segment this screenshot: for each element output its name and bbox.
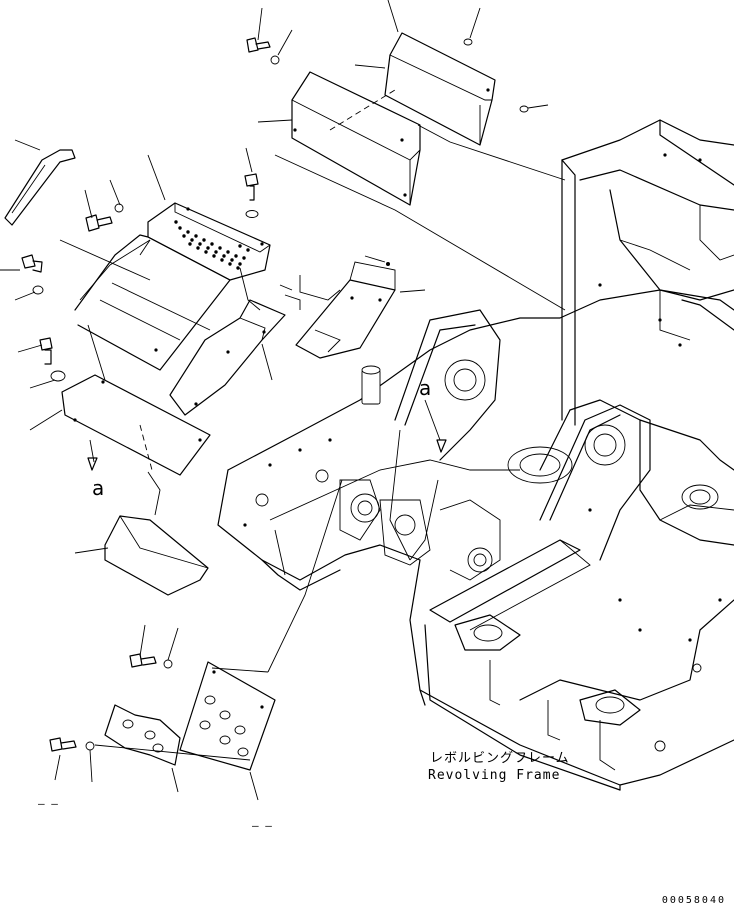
dash-mark-right: — — [252,819,272,832]
bolt-left-3 [39,337,66,382]
nut-top-right [463,38,529,113]
mid-bracket-left [169,299,286,416]
perforated-step-plate [74,202,271,371]
frame-label-japanese: レボルビングフレーム [430,751,570,766]
bolt-mid [244,173,259,218]
upper-cover-plate [384,32,496,146]
leader-lines [0,0,566,801]
lower-block [104,515,209,596]
bolt-lower-1 [129,653,173,669]
lower-plate-large [179,661,276,771]
lower-cover-plate [291,71,421,206]
floor-cover-plate [61,374,211,476]
lower-plate-small [104,704,181,766]
frame-mounting-holes [243,153,722,752]
perforation-holes [174,220,250,270]
view-marker-left: a [92,476,105,500]
view-marker-frame: a [419,376,432,400]
dash-mark-left: — — [38,797,58,810]
bolt-left-2 [21,254,44,295]
bolt-top [246,37,280,65]
bolt-lower-2 [49,737,95,752]
mid-bracket-right [295,261,396,359]
drawing-number: 00058040 [661,895,726,906]
handrail [4,149,76,226]
frame-label-english: Revolving Frame [428,768,561,783]
revolving-frame [217,119,734,791]
bolt-left-1 [85,203,124,232]
